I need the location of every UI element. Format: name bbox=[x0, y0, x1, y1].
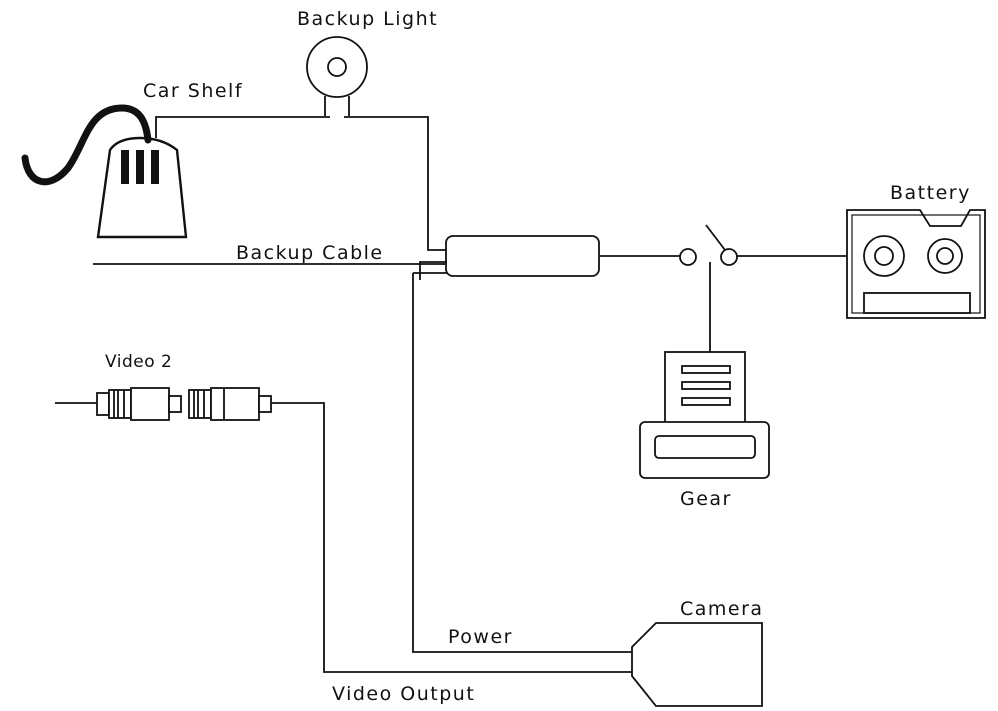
car-shelf-plug bbox=[21, 104, 188, 239]
video-2-label: Video 2 bbox=[105, 352, 172, 372]
battery bbox=[846, 209, 986, 319]
camera-label: Camera bbox=[680, 598, 764, 620]
camera bbox=[631, 622, 763, 707]
backup-light bbox=[306, 36, 368, 116]
backup-cable-label: Backup Cable bbox=[236, 242, 384, 264]
ignition-switch bbox=[599, 224, 884, 352]
video-output-label: Video Output bbox=[332, 683, 475, 705]
junction-box bbox=[445, 235, 600, 277]
gear-label: Gear bbox=[680, 488, 732, 510]
gear bbox=[639, 351, 770, 479]
battery-label: Battery bbox=[890, 182, 971, 204]
backup-light-label: Backup Light bbox=[297, 8, 438, 30]
car-shelf-label: Car Shelf bbox=[143, 80, 243, 102]
power-label: Power bbox=[448, 626, 513, 648]
video-2-connectors bbox=[55, 387, 632, 673]
